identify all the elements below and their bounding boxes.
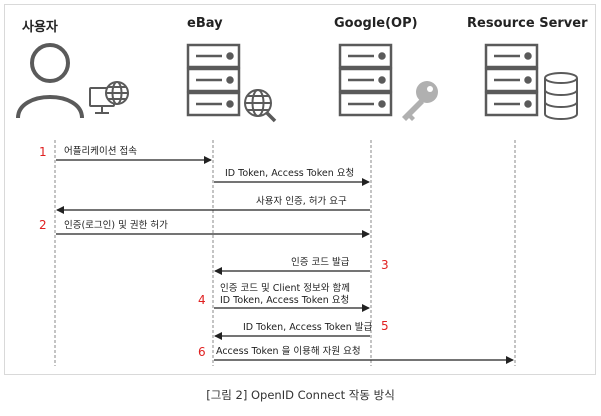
message-label: 인증(로그인) 및 권한 허가 <box>64 220 168 231</box>
diagram-frame <box>4 4 596 375</box>
actor-label-google: Google(OP) <box>334 16 418 31</box>
message-label: 사용자 인증, 허가 요구 <box>256 196 347 207</box>
actor-label-user: 사용자 <box>22 20 58 35</box>
database-icon <box>544 72 578 120</box>
step-number: 5 <box>381 319 389 333</box>
figure-caption: [그림 2] OpenID Connect 작동 방식 <box>206 388 395 402</box>
step-number: 2 <box>39 218 47 232</box>
step-number: 6 <box>198 345 206 359</box>
message-label: 인증 코드 및 Client 정보와 함께 <box>220 283 351 294</box>
globe-search-icon <box>244 89 277 123</box>
server-icon <box>338 43 393 117</box>
globe-monitor-icon <box>89 81 129 114</box>
message-label: ID Token, Access Token 요청 <box>220 295 350 306</box>
step-number: 4 <box>198 293 206 307</box>
person-icon <box>16 43 84 119</box>
step-number: 3 <box>381 258 389 272</box>
actor-label-ebay: eBay <box>187 16 223 31</box>
message-label: ID Token, Access Token 요청 <box>225 168 355 179</box>
actor-label-resource: Resource Server <box>467 16 588 31</box>
message-label: 인증 코드 발급 <box>291 257 350 268</box>
message-label: Access Token 을 이용해 자원 요청 <box>216 346 361 357</box>
message-label: 어플리케이션 접속 <box>64 146 137 157</box>
key-icon <box>402 81 438 121</box>
server-icon <box>484 43 539 117</box>
message-label: ID Token, Access Token 발급 <box>243 322 373 333</box>
server-icon <box>186 43 241 117</box>
step-number: 1 <box>39 145 47 159</box>
